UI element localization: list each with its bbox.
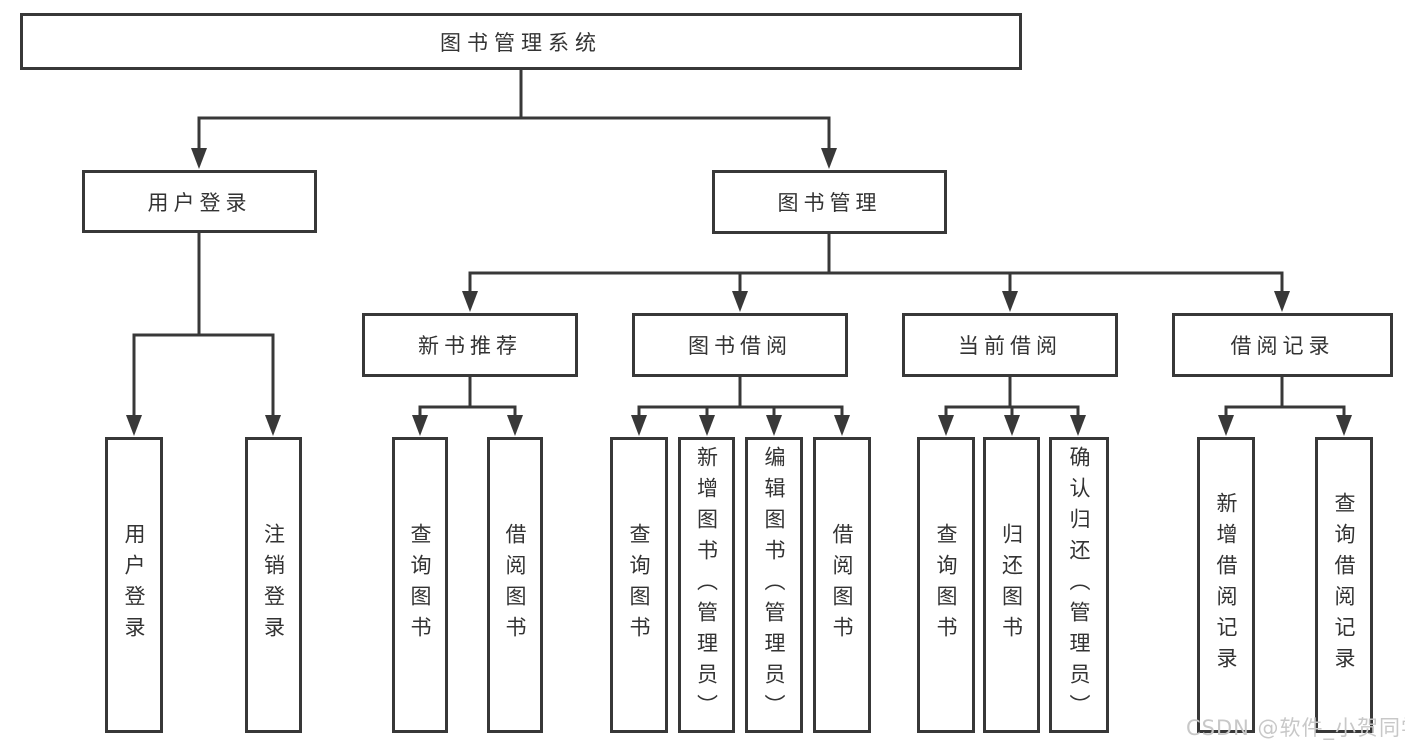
leaf-logout-label: 注销登录 bbox=[261, 523, 286, 647]
edge-new-book bbox=[418, 375, 517, 421]
leaf-query-books-current: 查询图书 bbox=[917, 437, 975, 733]
edge-book-borrow bbox=[637, 375, 844, 421]
leaf-add-books-admin: 新增图书（管理员） bbox=[678, 437, 735, 733]
edge-root bbox=[197, 68, 831, 152]
leaf-user-login: 用户登录 bbox=[105, 437, 163, 733]
leaf-return-books: 归还图书 bbox=[983, 437, 1040, 733]
leaf-edit-books-admin: 编辑图书（管理员） bbox=[745, 437, 803, 733]
node-book-borrow-label: 图书借阅 bbox=[688, 334, 792, 358]
leaf-query-books-recommend: 查询图书 bbox=[392, 437, 448, 733]
leaf-return-books-label: 归还图书 bbox=[999, 523, 1024, 647]
csdn-watermark: CSDN @软件_小贺同学 bbox=[1186, 716, 1405, 740]
node-new-book-recommend-label: 新书推荐 bbox=[418, 334, 522, 358]
edge-borrow-records bbox=[1224, 375, 1346, 421]
leaf-query-books-current-label: 查询图书 bbox=[934, 523, 959, 647]
leaf-borrow-books-recommend: 借阅图书 bbox=[487, 437, 543, 733]
node-library-system-label: 图书管理系统 bbox=[440, 30, 602, 55]
leaf-borrow-books-label: 借阅图书 bbox=[830, 523, 855, 647]
node-current-borrow-label: 当前借阅 bbox=[958, 334, 1062, 358]
leaf-user-login-label: 用户登录 bbox=[122, 523, 147, 647]
leaf-query-books-borrow: 查询图书 bbox=[610, 437, 668, 733]
leaf-confirm-return-admin: 确认归还（管理员） bbox=[1049, 437, 1109, 733]
node-book-management-module: 图书管理 bbox=[712, 170, 947, 234]
node-current-borrow: 当前借阅 bbox=[902, 313, 1118, 377]
node-user-login-label: 用户登录 bbox=[147, 190, 252, 215]
leaf-borrow-books-recommend-label: 借阅图书 bbox=[503, 523, 528, 647]
leaf-logout: 注销登录 bbox=[245, 437, 302, 733]
leaf-add-borrow-record-label: 新增借阅记录 bbox=[1214, 492, 1239, 678]
node-new-book-recommend: 新书推荐 bbox=[362, 313, 578, 377]
node-library-system: 图书管理系统 bbox=[20, 13, 1022, 70]
leaf-confirm-return-admin-label: 确认归还（管理员） bbox=[1067, 445, 1092, 725]
node-user-login-module: 用户登录 bbox=[82, 170, 317, 233]
node-borrow-records: 借阅记录 bbox=[1172, 313, 1393, 377]
leaf-query-borrow-record-label: 查询借阅记录 bbox=[1332, 492, 1357, 678]
leaf-add-books-admin-label: 新增图书（管理员） bbox=[694, 445, 719, 725]
node-borrow-records-label: 借阅记录 bbox=[1230, 334, 1335, 358]
arrowheads bbox=[126, 148, 1352, 436]
leaf-add-borrow-record: 新增借阅记录 bbox=[1197, 437, 1255, 733]
node-book-management-label: 图书管理 bbox=[777, 191, 882, 215]
edge-book-mgmt bbox=[468, 232, 1284, 295]
leaf-edit-books-admin-label: 编辑图书（管理员） bbox=[762, 445, 787, 725]
leaf-query-books-recommend-label: 查询图书 bbox=[408, 523, 433, 647]
leaf-query-books-borrow-label: 查询图书 bbox=[627, 523, 652, 647]
leaf-borrow-books: 借阅图书 bbox=[813, 437, 871, 733]
node-book-borrow: 图书借阅 bbox=[632, 313, 848, 377]
leaf-query-borrow-record: 查询借阅记录 bbox=[1315, 437, 1373, 733]
edge-user-login bbox=[132, 231, 275, 419]
edge-current-borrow bbox=[944, 375, 1080, 421]
